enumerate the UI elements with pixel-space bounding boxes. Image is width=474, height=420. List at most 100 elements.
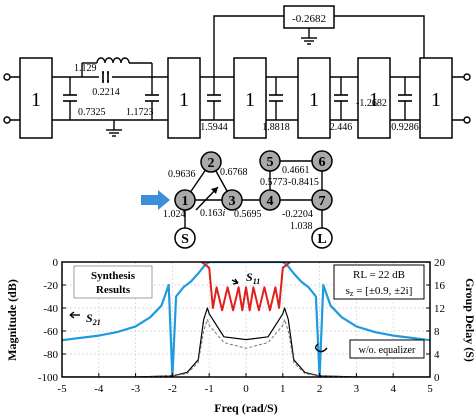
- port-terminal: [463, 116, 471, 124]
- input-arrow-icon: [141, 190, 170, 210]
- s11-curve: [201, 262, 291, 312]
- y-tick-label-right: 12: [434, 303, 445, 315]
- y-tick-label-left: 0: [53, 257, 59, 269]
- pointer-curve: [315, 343, 328, 353]
- resonator-block: [167, 57, 201, 139]
- resonator-node-label: 4: [267, 194, 274, 209]
- y-tick-label-left: -60: [43, 326, 58, 338]
- coupling-label: 0.5695: [234, 209, 262, 220]
- y-tick-label-right: 20: [434, 257, 446, 269]
- legend-text: Synthesis: [91, 270, 136, 282]
- resonator-node-label: 3: [229, 194, 236, 209]
- x-tick-label: 0: [243, 383, 249, 395]
- resonator-node: [259, 189, 281, 211]
- y-tick-label-left: -100: [38, 372, 59, 384]
- group-delay-no-equalizer-curve: [62, 319, 430, 377]
- equalizer-legend-box: [349, 339, 425, 359]
- resonator-node-label: 7: [319, 194, 326, 209]
- coupling-label: 0.6768: [220, 167, 248, 178]
- y-tick-label-right: 16: [434, 280, 446, 292]
- cap-value-label: 2.446: [330, 122, 353, 133]
- legend-text: Results: [96, 284, 131, 296]
- resonator-node: [174, 189, 196, 211]
- resonator-node: [221, 189, 243, 211]
- coupling-graph: 1 2 3 4 5 6 7 S L 0.9636 0.6768 0.163i 1.024 0…: [141, 150, 333, 249]
- resonator-block: [357, 57, 391, 139]
- x-tick-label: -1: [205, 383, 214, 395]
- group-delay-curve: [62, 307, 430, 377]
- resonator-node-label: 6: [319, 155, 326, 170]
- resonator-block: [297, 57, 331, 139]
- resonator-node-label: 2: [208, 156, 215, 171]
- transmission-zeros-text: sz = [±0.9, ±2i]: [346, 285, 413, 298]
- y-tick-label-right: 8: [434, 326, 440, 338]
- x-tick-label: 5: [427, 383, 433, 395]
- coupling-label: 0.9636: [168, 169, 196, 180]
- resonator-node-label: 1: [182, 194, 189, 209]
- cap-value-label: 1.5944: [200, 122, 228, 133]
- s21-label: S21: [86, 311, 101, 327]
- resonator-label: 1: [369, 89, 379, 111]
- arrowhead-icon: [211, 187, 218, 194]
- resonator-label: 1: [179, 89, 189, 111]
- shunt-capacitor: [398, 77, 412, 120]
- x-tick-label: 1: [280, 383, 286, 395]
- y-tick-label-left: -40: [43, 303, 58, 315]
- equalizer-legend-text: w/o. equalizer: [359, 345, 416, 356]
- x-tick-label: -5: [57, 383, 67, 395]
- coupling-label: 1.024: [163, 209, 186, 220]
- shunt-capacitor: [207, 77, 221, 120]
- y-tick-label-left: -80: [43, 349, 58, 361]
- cap-value-label: 0.7325: [78, 107, 106, 118]
- cap-value-label: 0.9286: [391, 122, 419, 133]
- resonator-node: [200, 151, 222, 173]
- cap-value-label: 1.1723: [126, 107, 154, 118]
- return-loss-text: RL = 22 dB: [353, 269, 405, 281]
- coupling-label: -0.2204: [282, 209, 313, 220]
- load-node-label: L: [317, 232, 326, 247]
- resonator-block: [419, 57, 453, 139]
- cap-value-label: -1.2682: [356, 98, 387, 109]
- resonator-node: [311, 150, 333, 172]
- y-tick-label-right: 0: [434, 372, 440, 384]
- cap-value-label: 1.129: [74, 63, 97, 74]
- s11-label: S11: [246, 270, 260, 286]
- x-tick-label: -3: [131, 383, 141, 395]
- x-axis-label: Freq (rad/S): [214, 401, 277, 415]
- cap-value-label: 1.8818: [262, 122, 290, 133]
- coupling-label: 0.5773: [260, 177, 288, 188]
- load-node: [311, 227, 333, 249]
- y-tick-label-left: -20: [43, 280, 58, 292]
- coupling-label: 1.038: [290, 221, 313, 232]
- shunt-capacitor: [63, 77, 77, 120]
- coupling-label: 0.163i: [200, 208, 226, 219]
- shunt-capacitor: [145, 77, 159, 120]
- resonator-block: [19, 57, 53, 139]
- resonator-label: 1: [245, 89, 255, 111]
- spec-box: [333, 264, 425, 300]
- synthesis-legend-box: [73, 265, 153, 299]
- x-tick-label: -2: [168, 383, 177, 395]
- coupling-label: 0.4661: [282, 165, 310, 176]
- cap-value-label: 0.2214: [92, 87, 120, 98]
- source-node-label: S: [181, 232, 189, 247]
- resonator-block: [233, 57, 267, 139]
- x-tick-label: 3: [354, 383, 360, 395]
- coupling-label: -0.8415: [288, 177, 319, 188]
- resonator-label: 1: [309, 89, 319, 111]
- port-terminal: [463, 73, 471, 81]
- resonator-label: 1: [431, 89, 441, 111]
- y-tick-label-right: 4: [434, 349, 440, 361]
- cross-coupling-value: -0.2682: [292, 13, 326, 25]
- resonator-node: [311, 189, 333, 211]
- series-inductor: [81, 57, 153, 77]
- port-terminal: [3, 116, 11, 124]
- resonator-node-label: 5: [267, 155, 274, 170]
- shunt-capacitor: [269, 77, 283, 120]
- port-terminal: [3, 73, 11, 81]
- s21-curve: [62, 262, 430, 377]
- x-tick-label: -4: [94, 383, 104, 395]
